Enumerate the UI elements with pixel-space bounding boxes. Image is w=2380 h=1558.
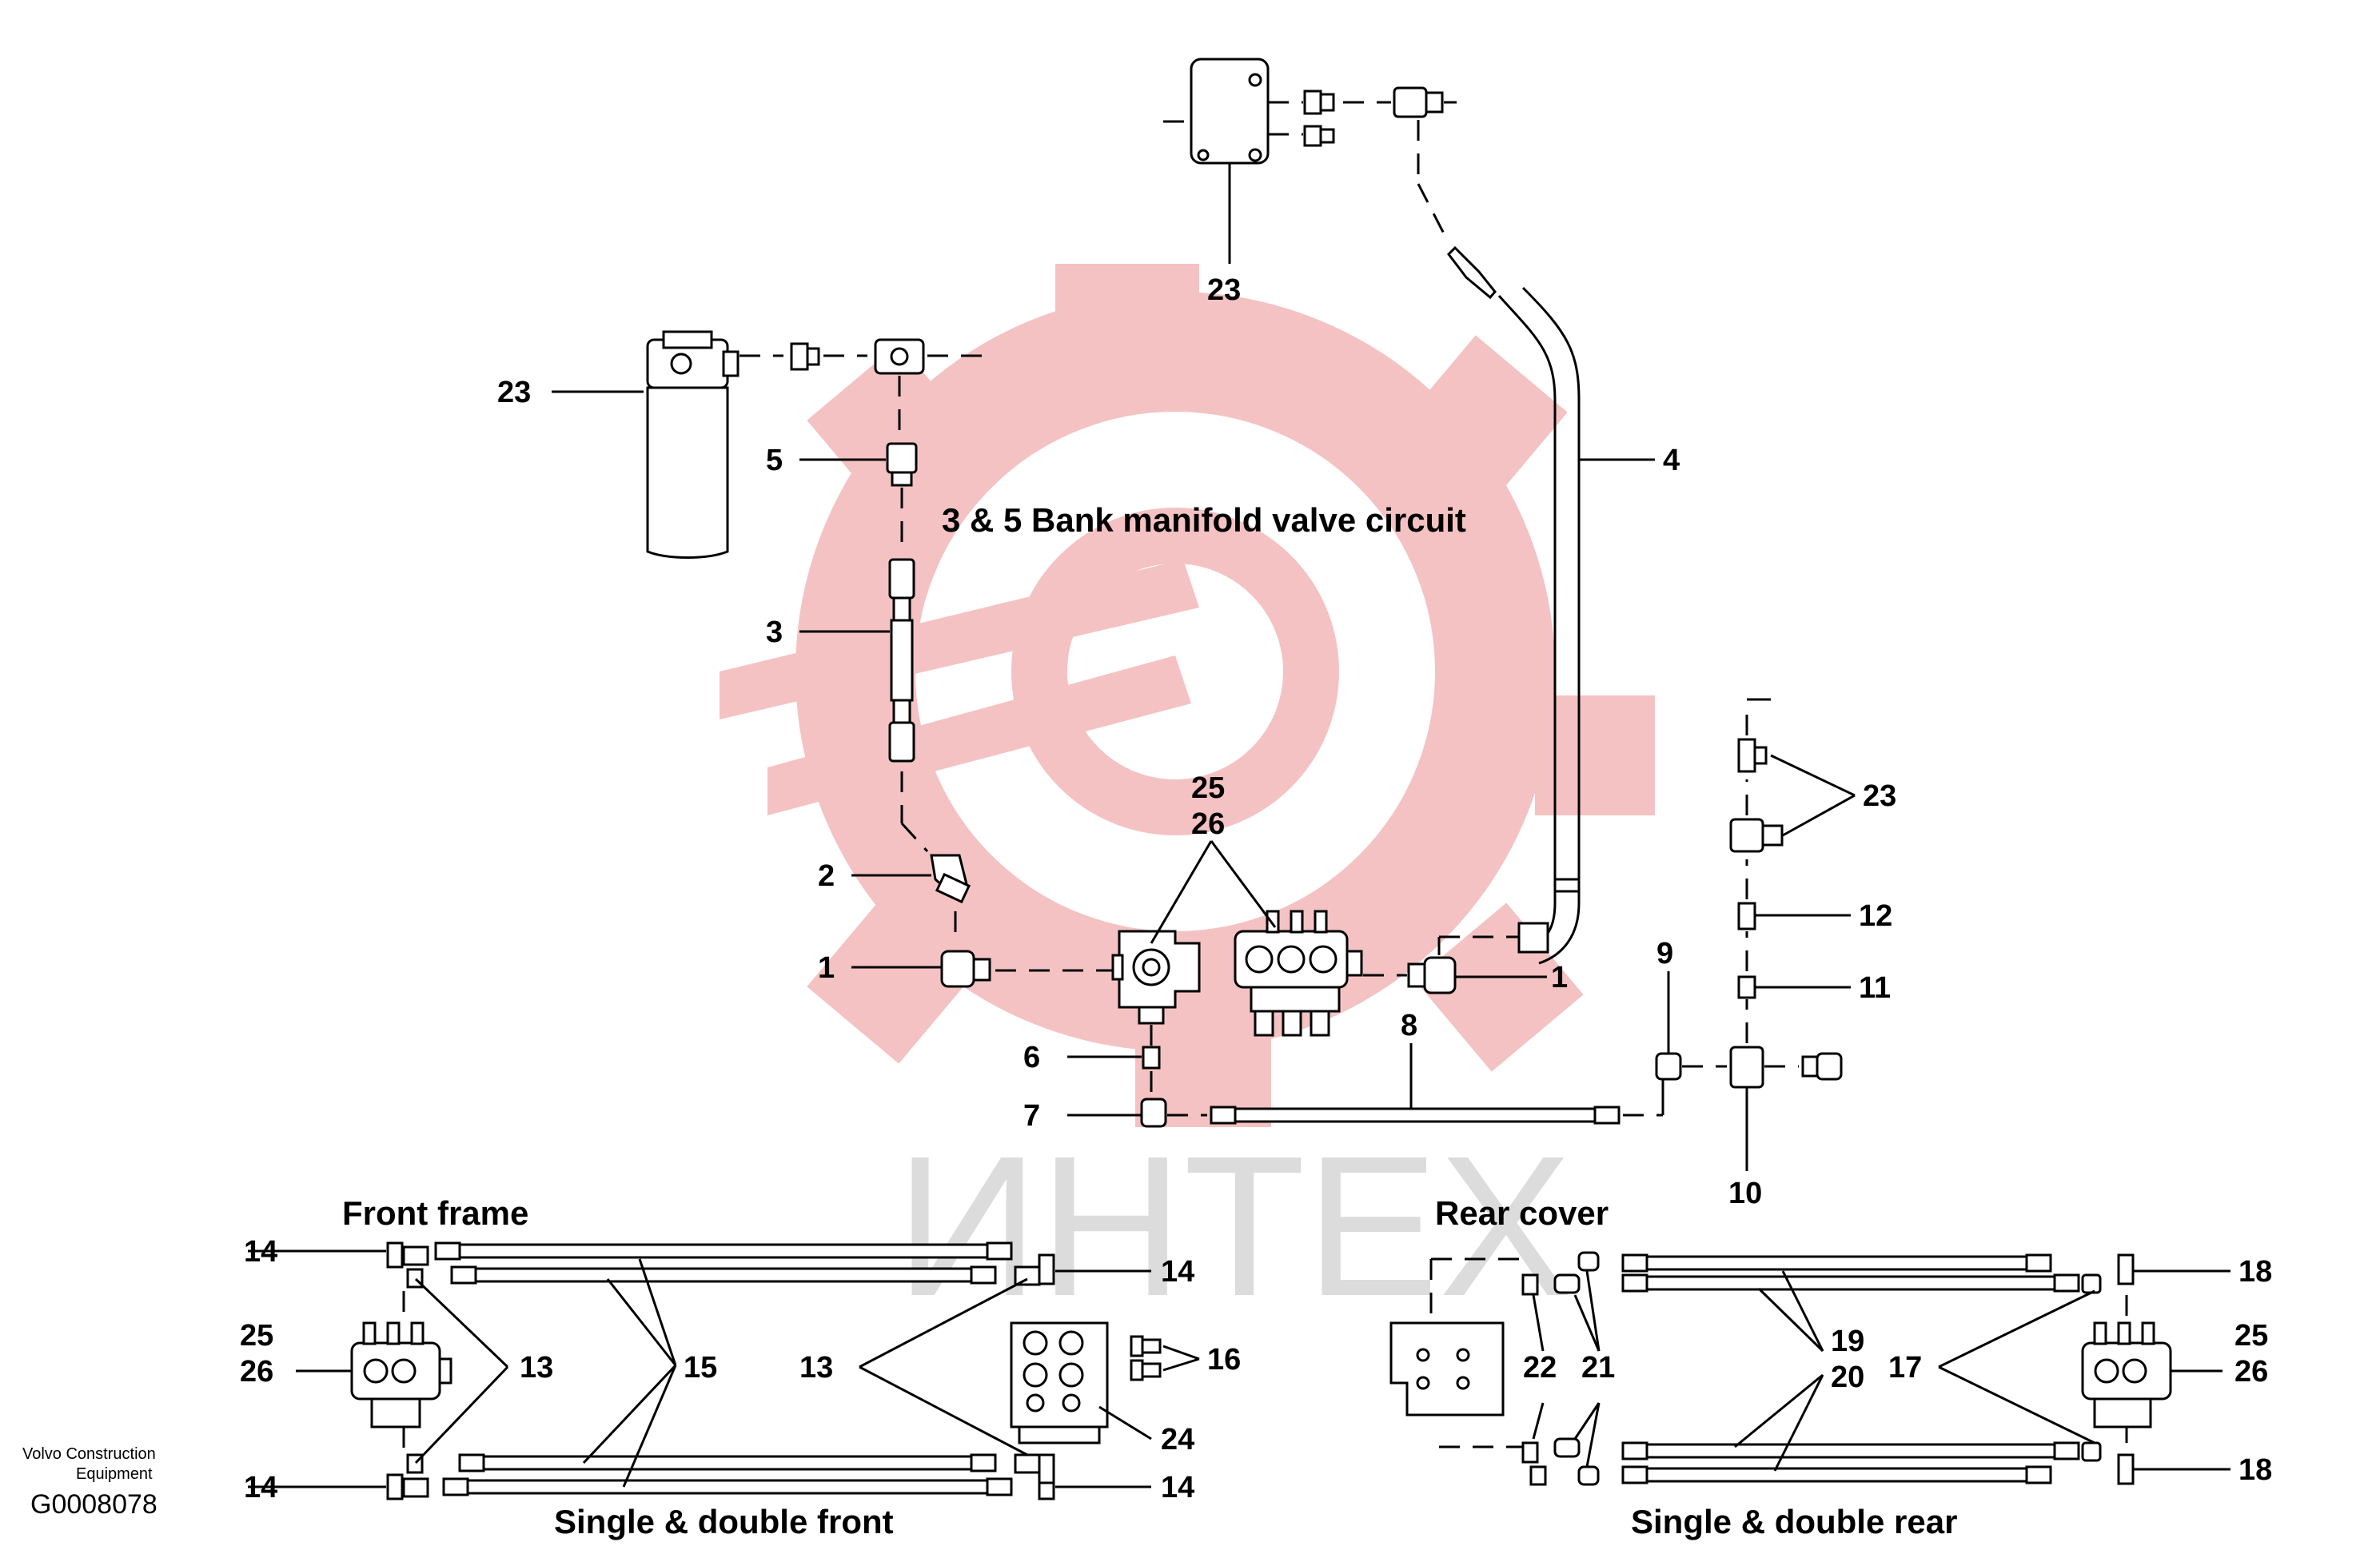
- publisher-line1: Volvo Construction: [22, 1445, 156, 1463]
- callout-26: 26: [1191, 807, 1225, 841]
- front-frame-fittings-16: [1130, 1335, 1200, 1381]
- callout-14-ff-tl: 14: [244, 1235, 277, 1269]
- callout-13-ff-right: 13: [799, 1351, 833, 1385]
- callout-24: 24: [1161, 1423, 1194, 1456]
- leader-25-26: [1150, 840, 1277, 944]
- caption-front-frame: Front frame: [342, 1194, 528, 1232]
- callout-19: 19: [1831, 1325, 1864, 1358]
- callout-11: 11: [1859, 971, 1891, 1005]
- elbow-7: [1067, 1098, 1207, 1128]
- watermark-gear-logo: [720, 264, 1655, 1127]
- callout-13-ff-left: 13: [520, 1351, 553, 1385]
- leader-17: [1938, 1289, 2095, 1444]
- callout-26-rc: 26: [2234, 1355, 2268, 1389]
- fitting-6: [1067, 1025, 1161, 1095]
- callout-23-tank: 23: [1207, 273, 1241, 307]
- callout-25-rc: 25: [2234, 1319, 2268, 1353]
- elbow-9: [1655, 971, 1727, 1081]
- callout-14-ff-bl: 14: [244, 1471, 277, 1504]
- front-frame-left-fittings: [248, 1241, 429, 1500]
- callout-3: 3: [766, 616, 783, 649]
- callout-7: 7: [1023, 1099, 1040, 1133]
- callout-22: 22: [1523, 1351, 1557, 1385]
- tank-outlet-fittings: [1268, 86, 1457, 184]
- inlet-section: [1111, 930, 1201, 1025]
- tee-10: [1729, 1046, 1843, 1171]
- return-hose: [1417, 183, 1655, 965]
- callout-14-ff-tr: 14: [1161, 1255, 1194, 1289]
- leader-13-left: [414, 1277, 509, 1464]
- callout-15: 15: [684, 1351, 717, 1385]
- front-frame-hoses: [434, 1241, 1013, 1496]
- figure-code: G0008078: [30, 1489, 157, 1520]
- caption-rear-cover: Rear cover: [1435, 1194, 1609, 1232]
- callout-25-ff: 25: [240, 1319, 273, 1353]
- callout-17: 17: [1888, 1351, 1922, 1385]
- front-frame-bulkhead: [1010, 1321, 1152, 1444]
- publisher-line2: Equipment: [76, 1465, 153, 1483]
- callout-25: 25: [1191, 771, 1225, 805]
- fittings-23-right: [1729, 698, 1856, 853]
- callout-2: 2: [818, 859, 835, 893]
- leader-19-20: [1734, 1270, 1824, 1472]
- manifold-valve-bank: [1234, 910, 1363, 1037]
- front-frame-right-fittings: [1014, 1253, 1151, 1500]
- callout-4: 4: [1663, 444, 1680, 477]
- supply-hose-3: [799, 558, 929, 853]
- return-filter: [552, 330, 740, 559]
- callout-23-filter: 23: [497, 376, 531, 409]
- leader-15: [582, 1258, 677, 1488]
- callout-6: 6: [1023, 1041, 1040, 1074]
- front-frame-valve: [296, 1291, 452, 1455]
- leader-13-right: [859, 1277, 1028, 1456]
- callout-12: 12: [1859, 899, 1892, 933]
- callout-23-right: 23: [1863, 779, 1896, 813]
- callout-5: 5: [766, 444, 783, 477]
- rear-cover-plate: [1389, 1257, 1523, 1448]
- callout-20: 20: [1831, 1361, 1864, 1394]
- elbow-2: [851, 854, 971, 943]
- elbow-1-right: [1363, 935, 1547, 994]
- callout-14-ff-br: 14: [1161, 1471, 1194, 1504]
- callout-18-top: 18: [2238, 1255, 2272, 1289]
- callout-21: 21: [1581, 1351, 1615, 1385]
- callout-16: 16: [1207, 1343, 1241, 1377]
- filter-outlet-fittings: [740, 338, 983, 436]
- fitting-12: [1737, 859, 1851, 971]
- callout-1-left: 1: [818, 951, 835, 985]
- caption-single-double-rear: Single & double rear: [1631, 1503, 1957, 1540]
- hydraulic-tank: [1163, 58, 1270, 264]
- rear-cover-right-fittings: [2081, 1253, 2231, 1485]
- fitting-11: [1737, 975, 1851, 1043]
- fitting-5: [799, 442, 918, 544]
- watermark-text: ИНТЕХ: [895, 1114, 1572, 1337]
- rear-cover-valve: [2081, 1295, 2223, 1443]
- callout-1-right: 1: [1551, 961, 1568, 994]
- callout-9: 9: [1656, 937, 1673, 970]
- callout-8: 8: [1401, 1009, 1417, 1042]
- callout-18-bottom: 18: [2238, 1453, 2272, 1487]
- caption-single-double-front: Single & double front: [554, 1503, 894, 1540]
- rear-cover-hoses: [1621, 1253, 2080, 1484]
- main-title: 3 & 5 Bank manifold valve circuit: [942, 501, 1466, 539]
- callout-26-ff: 26: [240, 1355, 273, 1389]
- hose-8: [1210, 1043, 1664, 1125]
- rear-cover-left-fittings: [1521, 1251, 1601, 1486]
- callout-10: 10: [1728, 1177, 1762, 1210]
- elbow-1-left: [851, 950, 1115, 988]
